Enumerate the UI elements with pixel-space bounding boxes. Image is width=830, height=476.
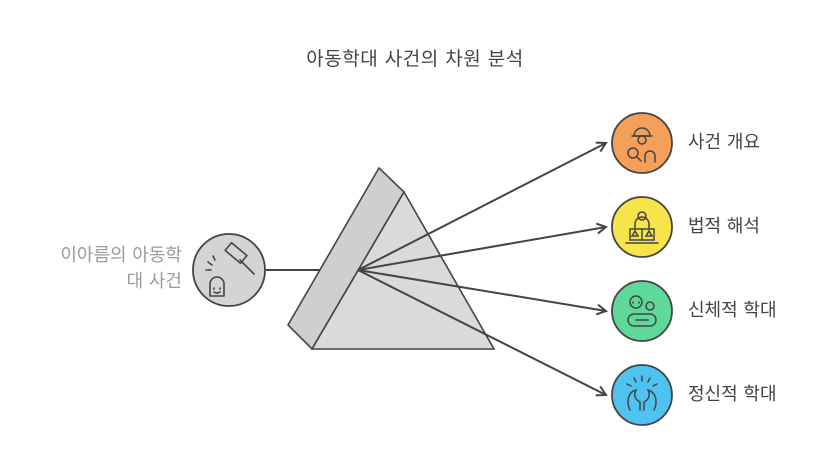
gavel-icon bbox=[205, 241, 255, 297]
beam-physical bbox=[357, 269, 606, 311]
injured-person-icon bbox=[627, 295, 657, 327]
output-node-legal bbox=[611, 196, 673, 258]
beam-overview bbox=[357, 143, 606, 271]
output-label-mental: 정신적 학대 bbox=[688, 384, 777, 405]
output-beams bbox=[357, 143, 606, 395]
output-label-overview: 사건 개요 bbox=[688, 132, 760, 153]
prism-shape bbox=[286, 166, 496, 351]
output-node-physical bbox=[611, 280, 673, 342]
output-node-overview bbox=[611, 112, 673, 174]
source-label: 이아름의 아동학 대 사건 bbox=[60, 245, 182, 292]
stressed-head-icon bbox=[626, 375, 658, 411]
detective-icon bbox=[627, 127, 656, 163]
beam-legal bbox=[357, 227, 606, 271]
output-label-legal: 법적 해석 bbox=[688, 216, 760, 237]
source-node bbox=[192, 233, 266, 307]
scales-icon bbox=[625, 211, 659, 244]
diagram-title: 아동학대 사건의 차원 분석 bbox=[306, 48, 524, 70]
output-node-mental bbox=[611, 364, 673, 426]
output-label-physical: 신체적 학대 bbox=[688, 300, 777, 321]
beam-mental bbox=[357, 269, 606, 395]
